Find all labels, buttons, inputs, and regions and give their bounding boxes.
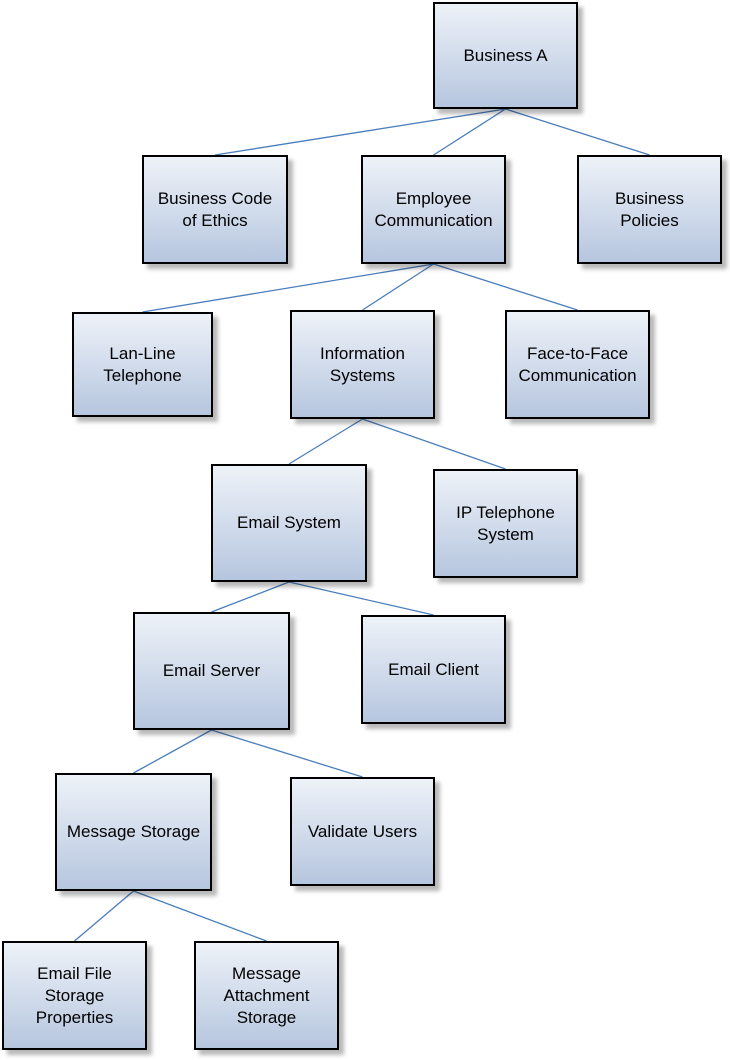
node-label: Email Client bbox=[388, 659, 479, 679]
node-business-code-of-ethics[interactable]: Business Code of Ethics bbox=[142, 155, 288, 264]
node-email-file-storage-properties[interactable]: Email File Storage Properties bbox=[2, 941, 147, 1050]
connector-message_storage-to-email_file_storage bbox=[74, 890, 134, 942]
node-label: Email Server bbox=[162, 661, 261, 680]
node-face-to-face-communication[interactable]: Face-to-Face Communication bbox=[505, 310, 650, 419]
node-email-server[interactable]: Email Server bbox=[133, 612, 290, 730]
connector-employee_communication-to-face_to_face bbox=[433, 263, 578, 311]
node-label: Employee Communication bbox=[374, 188, 493, 230]
node-label: Message Attachment Storage bbox=[223, 963, 310, 1027]
node-label: Business Policies bbox=[615, 188, 684, 230]
node-label: Information Systems bbox=[319, 343, 406, 385]
node-information-systems[interactable]: Information Systems bbox=[290, 310, 435, 419]
connector-email_server-to-validate_users bbox=[211, 729, 363, 778]
connector-information_systems-to-email_system bbox=[288, 418, 363, 465]
node-email-client[interactable]: Email Client bbox=[361, 615, 506, 724]
node-employee-communication[interactable]: Employee Communication bbox=[361, 155, 506, 264]
node-message-storage[interactable]: Message Storage bbox=[55, 773, 212, 891]
connector-email_server-to-message_storage bbox=[133, 729, 212, 774]
node-label: Face-to-Face Communication bbox=[518, 343, 637, 385]
connector-email_system-to-email_client bbox=[288, 581, 434, 616]
node-label: IP Telephone System bbox=[456, 502, 555, 544]
node-business-a[interactable]: Business A bbox=[433, 2, 578, 109]
node-validate-users[interactable]: Validate Users bbox=[290, 777, 435, 886]
connector-business_a-to-business_policies bbox=[505, 108, 650, 156]
connector-employee_communication-to-lan_line_telephone bbox=[142, 263, 434, 313]
node-ip-telephone-system[interactable]: IP Telephone System bbox=[433, 469, 578, 578]
node-label: Validate Users bbox=[307, 821, 418, 841]
connector-message_storage-to-message_attachment_storage bbox=[133, 890, 267, 942]
node-label: Message Storage bbox=[66, 822, 201, 841]
node-lan-line-telephone[interactable]: Lan-Line Telephone bbox=[72, 312, 213, 417]
connector-information_systems-to-ip_telephone_system bbox=[362, 418, 506, 470]
connector-employee_communication-to-information_systems bbox=[362, 263, 434, 311]
connector-business_a-to-code_of_ethics bbox=[214, 108, 506, 156]
node-label: Business A bbox=[463, 45, 548, 65]
node-message-attachment-storage[interactable]: Message Attachment Storage bbox=[194, 941, 339, 1050]
node-label: Business Code of Ethics bbox=[157, 188, 273, 230]
connector-email_system-to-email_server bbox=[211, 581, 290, 613]
node-email-system[interactable]: Email System bbox=[211, 464, 367, 582]
node-label: Email System bbox=[237, 513, 341, 532]
node-label: Email File Storage Properties bbox=[35, 963, 114, 1027]
node-business-policies[interactable]: Business Policies bbox=[577, 155, 722, 264]
node-label: Lan-Line Telephone bbox=[103, 343, 182, 385]
connector-business_a-to-employee_communication bbox=[433, 108, 506, 156]
